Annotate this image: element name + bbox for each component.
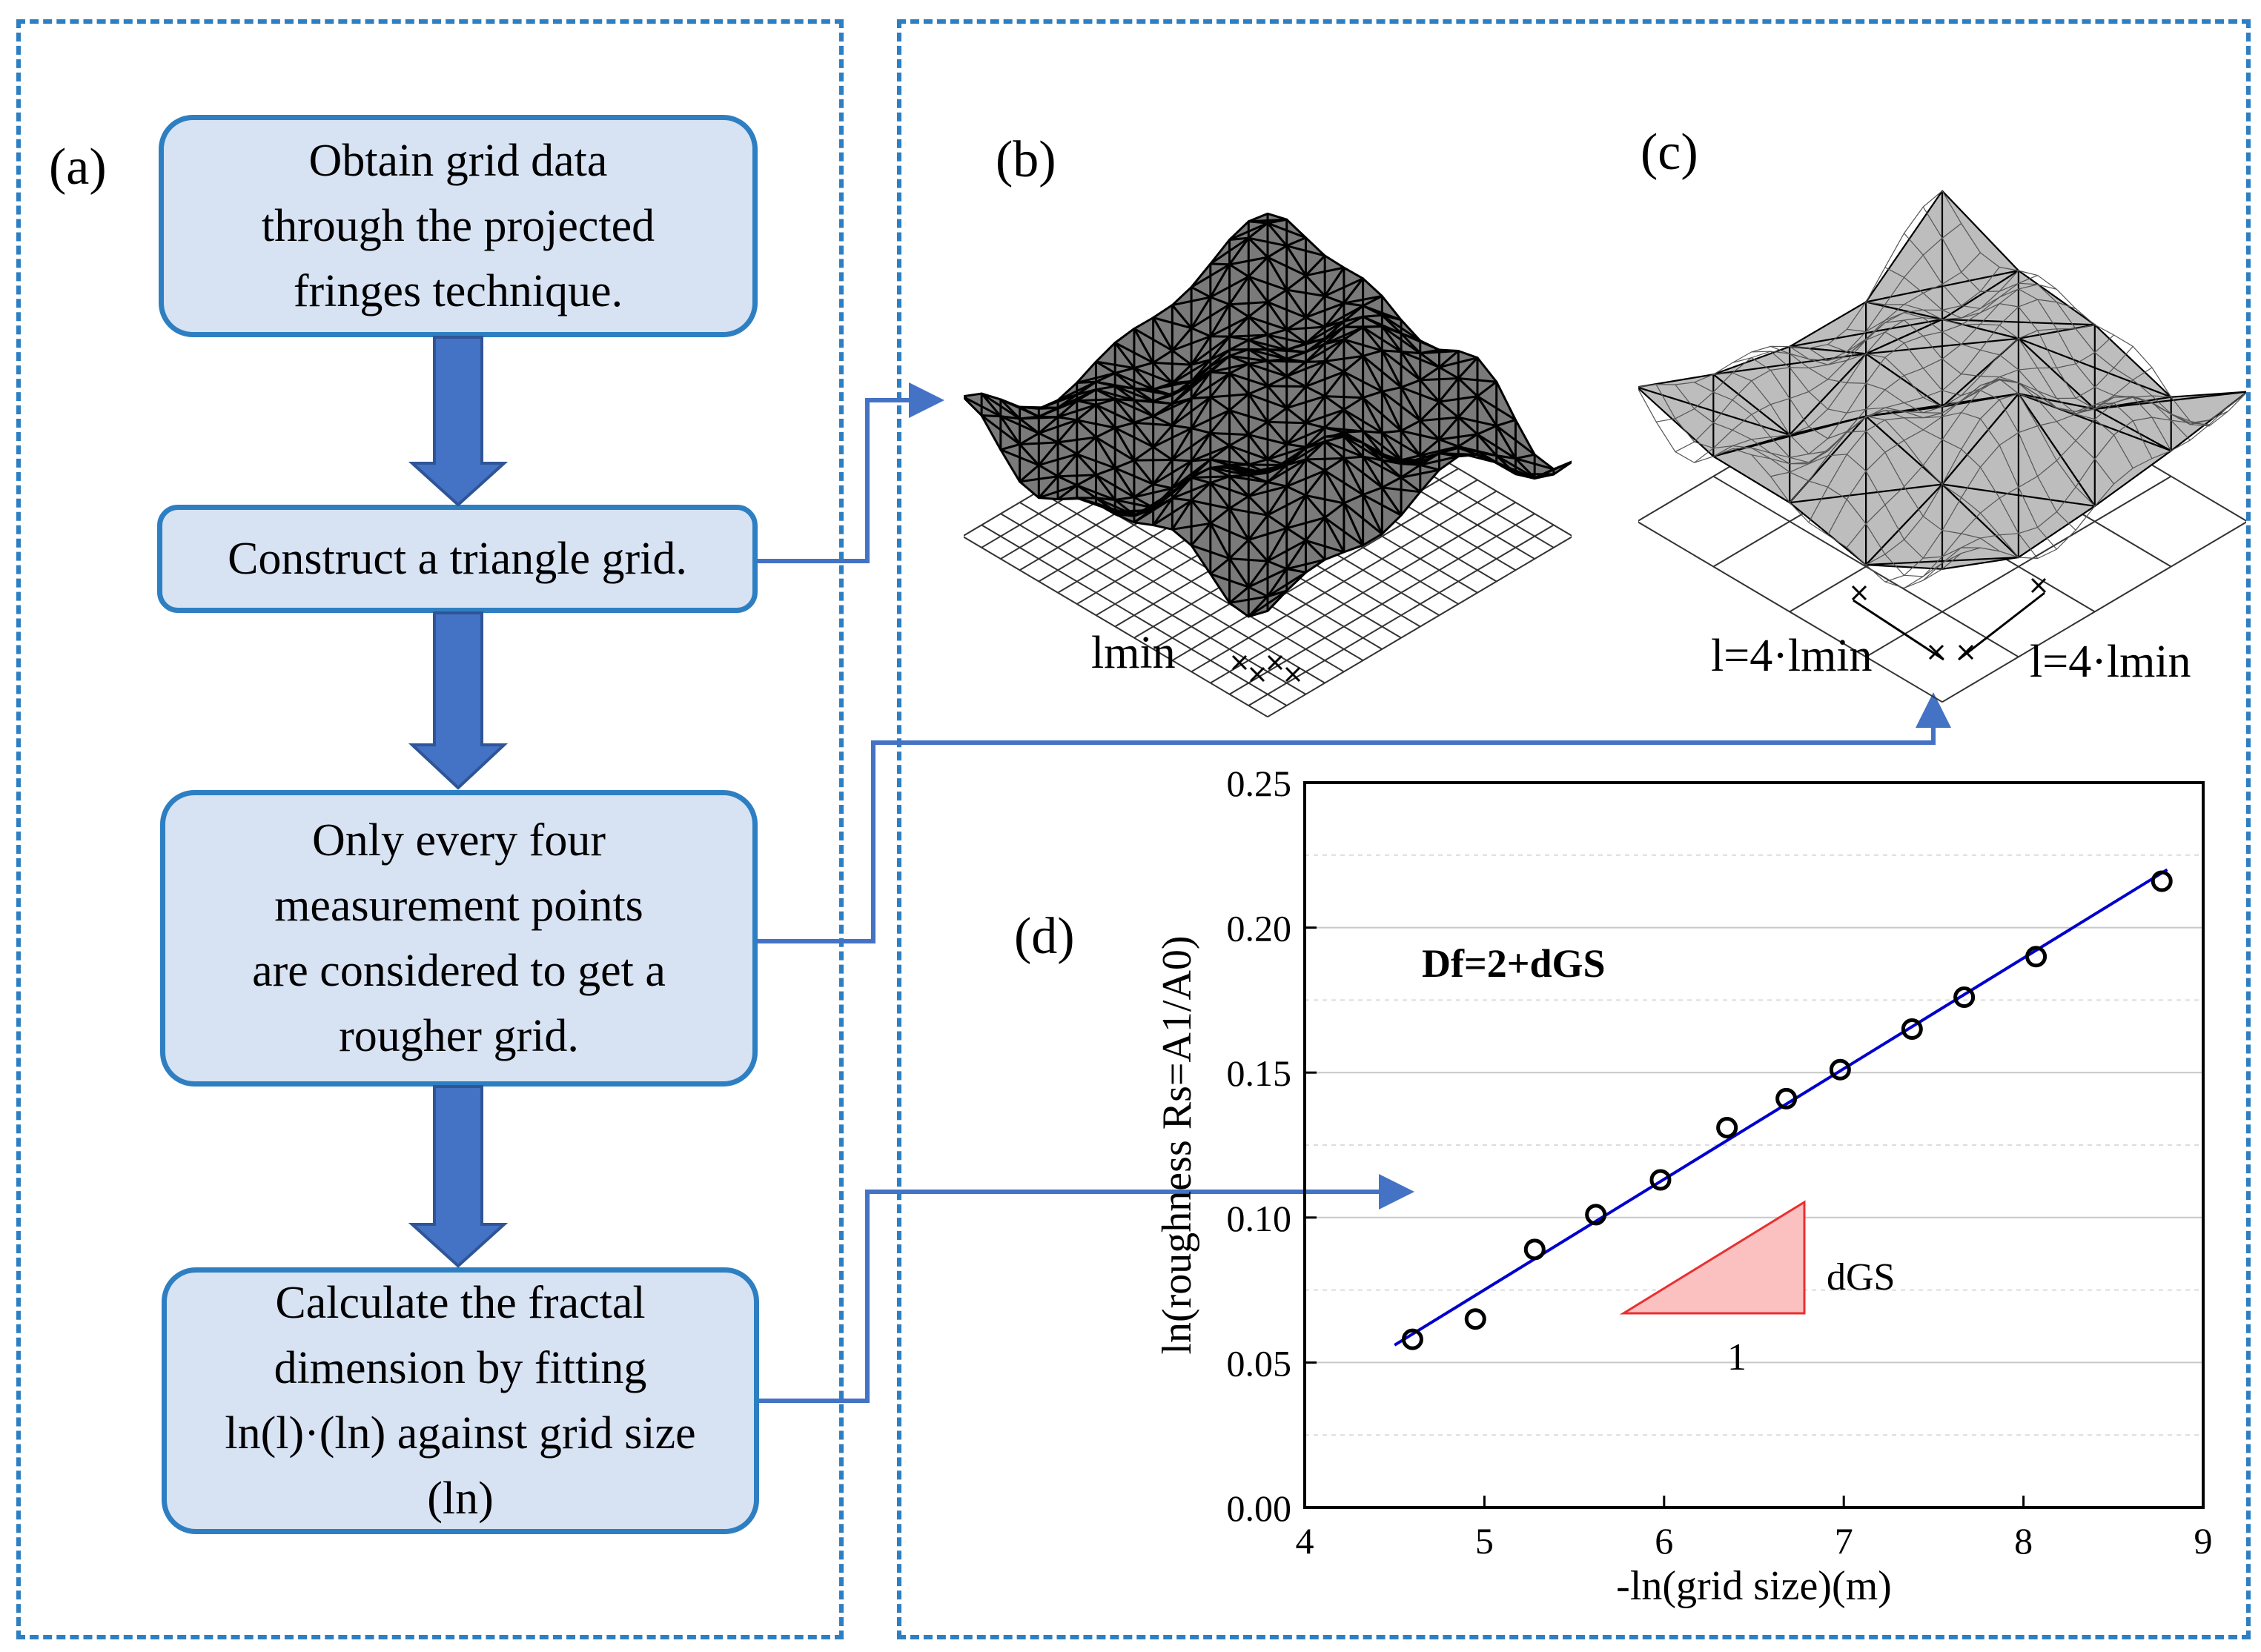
lmin-dimension-marks [1231, 654, 1301, 683]
data-point [2151, 870, 2173, 892]
data-point [1401, 1328, 1423, 1350]
panel-label-a: (a) [49, 139, 107, 196]
y-tick-label: 0.25 [1227, 771, 1292, 804]
fractal-annotation: Df=2+dGS [1422, 941, 1606, 986]
data-point [1649, 1169, 1672, 1191]
surface [964, 212, 1572, 618]
flow-step-2-text: Construct a triangle grid. [228, 534, 687, 584]
surface [1638, 190, 2246, 570]
slope-triangle [1619, 1200, 1806, 1315]
y-tick-label: 0.05 [1227, 1342, 1292, 1384]
mesh-c-label-right: l=4·lmin [2030, 637, 2191, 687]
y-axis-label: ln(roughness Rs=A1/A0) [1154, 935, 1200, 1354]
flow-step-4-text: Calculate the fractal dimension by fitti… [225, 1278, 696, 1524]
flow-step-4: Calculate the fractal dimension by fitti… [162, 1267, 759, 1534]
slope-label-vertical: dGS [1827, 1256, 1895, 1298]
x-tick-label: 8 [2014, 1520, 2033, 1562]
x-axis-label: -ln(grid size)(m) [1616, 1563, 1892, 1609]
data-point [1585, 1204, 1607, 1226]
panel-label-c: (c) [1641, 124, 1698, 181]
slope-label-horizontal: 1 [1727, 1336, 1747, 1379]
data-point [2025, 946, 2048, 968]
data-point [1464, 1308, 1486, 1330]
fine-surface-lines [1638, 190, 2246, 589]
data-point [1716, 1117, 1738, 1139]
down-arrow-3 [408, 1085, 509, 1268]
x-tick-label: 9 [2194, 1520, 2213, 1562]
data-point [1775, 1087, 1798, 1109]
mesh-c-label-left: l=4·lmin [1711, 631, 1873, 681]
data-point [1829, 1058, 1851, 1081]
flow-step-3-text: Only every four measurement points are c… [252, 815, 666, 1061]
left-panel-frame [16, 19, 844, 1639]
down-arrow-2 [408, 611, 509, 790]
flow-step-3: Only every four measurement points are c… [160, 790, 758, 1087]
panel-label-b: (b) [996, 131, 1056, 188]
y-tick-label: 0.00 [1227, 1487, 1292, 1529]
mesh-coarse-grid [1638, 190, 2246, 703]
mesh-fine-grid [964, 212, 1572, 718]
y-tick-label: 0.15 [1227, 1052, 1292, 1094]
x-tick-label: 6 [1655, 1520, 1673, 1562]
x-tick-label: 7 [1835, 1520, 1853, 1562]
y-tick-label: 0.20 [1227, 908, 1292, 949]
right-panel-frame [897, 19, 2251, 1639]
data-point [1901, 1018, 1923, 1041]
down-arrow-1 [408, 336, 509, 507]
flow-step-1-text: Obtain grid data through the projected f… [261, 136, 655, 316]
y-tick-label: 0.10 [1227, 1198, 1292, 1239]
chart-plot-frame [1303, 781, 2205, 1509]
data-point [1523, 1238, 1546, 1261]
flow-step-1: Obtain grid data through the projected f… [159, 115, 758, 337]
connector-to-d [759, 1174, 1414, 1403]
data-point [1953, 986, 1976, 1008]
panel-label-d: (d) [1014, 908, 1075, 965]
x-tick-label: 4 [1296, 1520, 1314, 1562]
fractal-chart: 0.00 0.05 0.10 0.15 0.20 0.25 4 5 6 7 8 9 dGS 1 Df=… [1154, 771, 2213, 1609]
coarse-dimension-marks [1851, 577, 2047, 661]
flow-step-2: Construct a triangle grid. [157, 505, 758, 613]
connector-to-c [758, 692, 1951, 943]
mesh-b-label: lmin [1091, 628, 1176, 678]
x-tick-label: 5 [1475, 1520, 1494, 1562]
connector-to-b [758, 382, 944, 563]
